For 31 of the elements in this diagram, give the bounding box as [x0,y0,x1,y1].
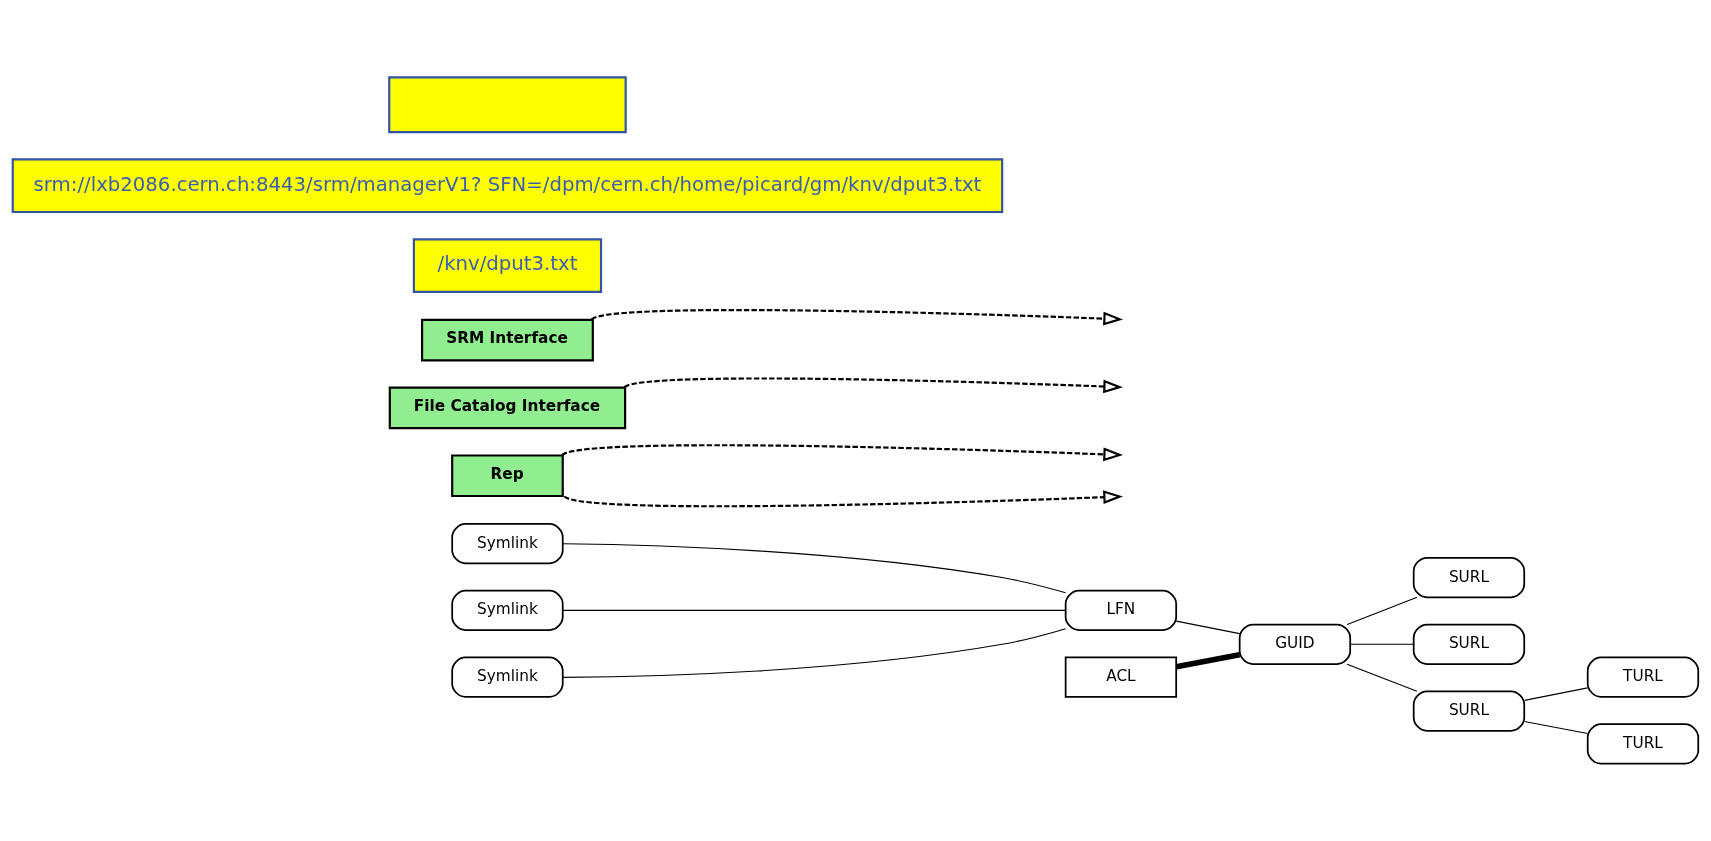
connector [1175,652,1241,670]
connector [1346,596,1418,625]
arrow [624,377,1124,394]
node-box: ACL [1064,656,1178,698]
connector [1523,687,1589,701]
connector [1346,663,1418,692]
arrow [564,490,1124,508]
arrow [561,444,1124,462]
node-box: SRM Interface [421,318,594,362]
node-box: SURL [1412,690,1526,732]
node-box: Symlink [451,656,564,698]
connector [1349,643,1415,645]
connector [562,609,1066,611]
arrow [591,309,1124,326]
node-box: Rep [451,454,564,498]
node-box: SURL [1412,623,1526,665]
connector [1523,720,1589,735]
node-box: srm://lxb2086.cern.ch:8443/srm/managerV1? SFN=/dpm/cern.ch/home/picard/gm/knv/dput3.txt [11,158,1004,214]
node-box: /knv/dput3.txt [412,238,603,293]
node-box: LFN [1064,589,1178,631]
node-box: File Catalog Interface [388,386,627,430]
node-box [388,76,627,134]
node-box: GUID [1238,623,1352,665]
connector [562,543,1067,594]
node-box: TURL [1586,656,1700,698]
node-box: SURL [1412,557,1526,599]
connector [1175,620,1241,635]
node-box: Symlink [451,589,564,631]
node-box: Symlink [451,523,564,565]
connector [562,628,1067,678]
node-box: TURL [1586,723,1700,765]
